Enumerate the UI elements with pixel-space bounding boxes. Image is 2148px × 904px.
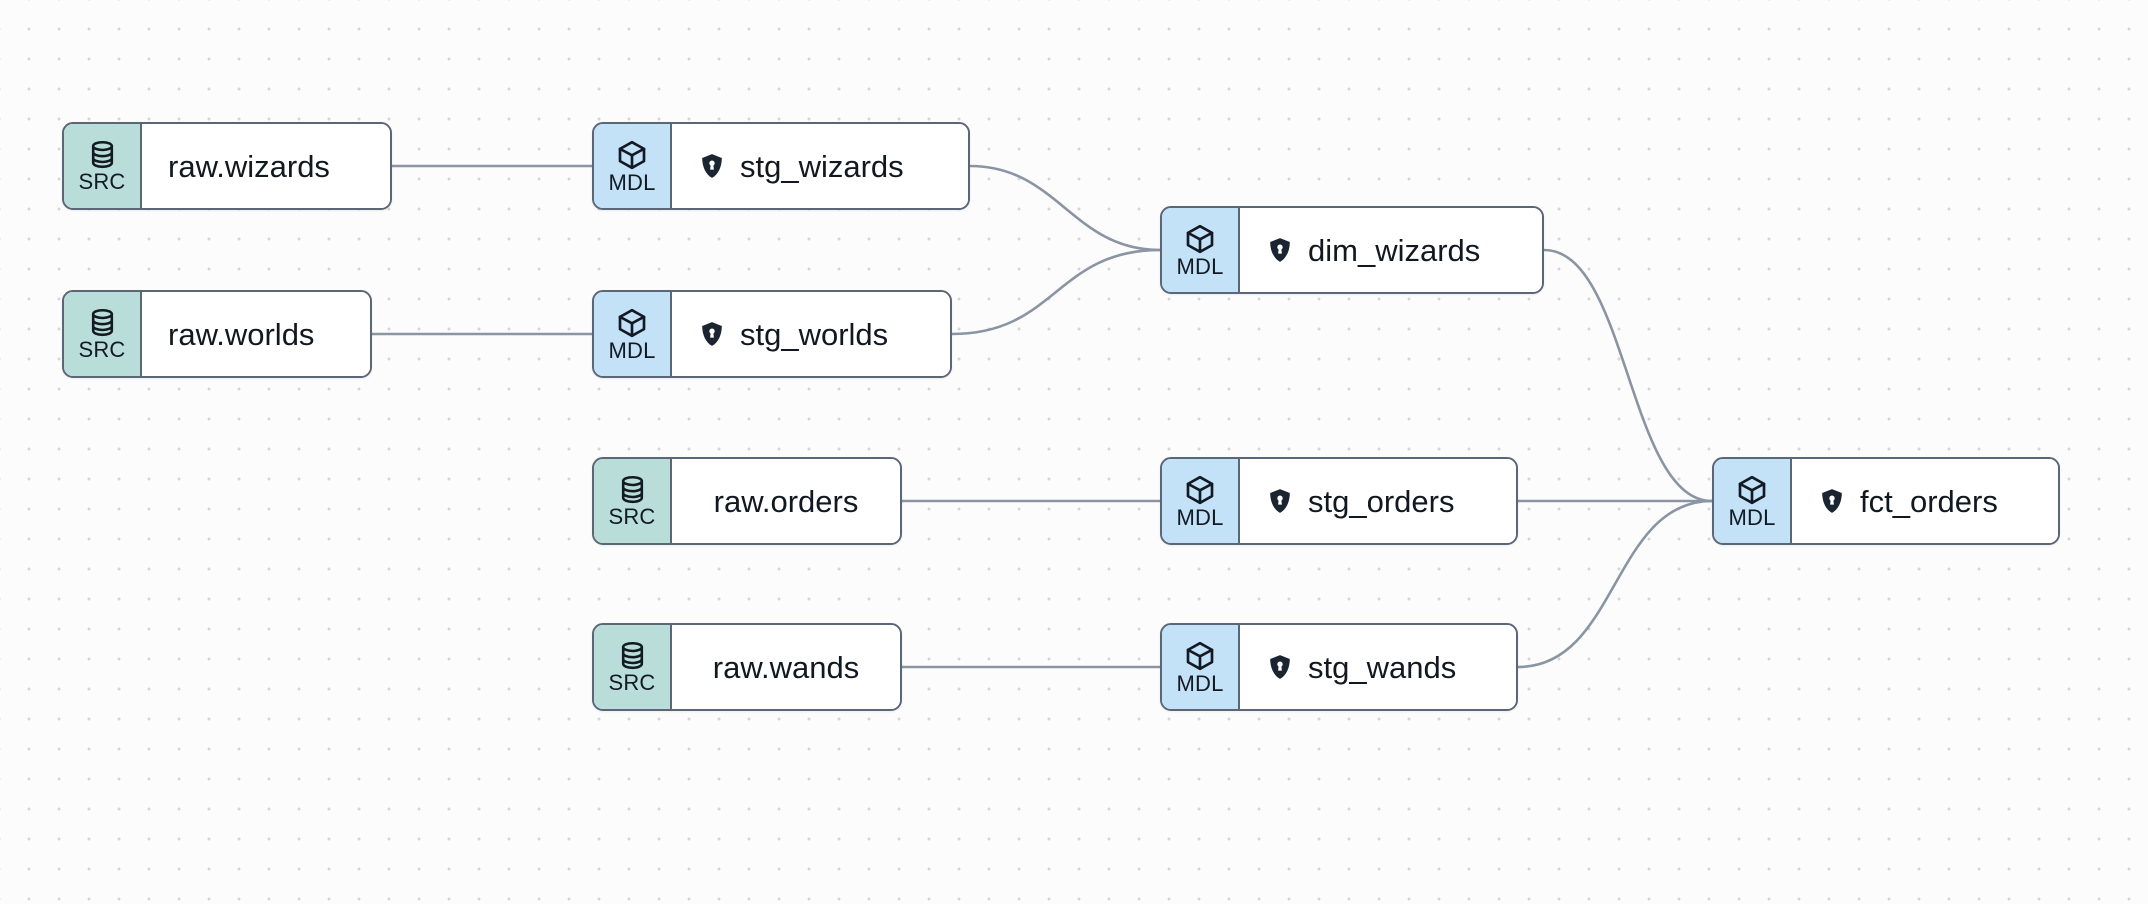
node-body: dim_wizards (1240, 208, 1542, 292)
node-body: stg_wizards (672, 124, 968, 208)
shield-lock-icon (1270, 489, 1290, 513)
cube-icon (1186, 475, 1214, 504)
shield-lock-icon (702, 154, 722, 178)
node-stg-wizards[interactable]: MDL stg_wizards (592, 122, 970, 210)
node-badge-label: MDL (1176, 670, 1224, 696)
shield-lock-icon (1270, 238, 1290, 262)
node-badge-mdl: MDL (594, 124, 672, 208)
node-stg-wands[interactable]: MDL stg_wands (1160, 623, 1518, 711)
node-badge-label: MDL (608, 169, 656, 195)
node-raw-orders[interactable]: SRC raw.orders (592, 457, 902, 545)
node-stg-orders[interactable]: MDL stg_orders (1160, 457, 1518, 545)
node-badge-mdl: MDL (594, 292, 672, 376)
node-badge-mdl: MDL (1162, 459, 1240, 543)
node-badge-src: SRC (64, 292, 142, 376)
database-icon (91, 140, 113, 169)
node-badge-label: MDL (1176, 253, 1224, 279)
node-label: stg_orders (1308, 483, 1455, 519)
cube-icon (1186, 224, 1214, 253)
node-body: raw.orders (672, 459, 900, 543)
shield-lock-icon (1270, 655, 1290, 679)
node-label: stg_wizards (740, 148, 904, 184)
node-label: raw.wizards (168, 148, 330, 184)
node-label: stg_worlds (740, 316, 889, 352)
shield-lock-icon (1822, 489, 1842, 513)
node-body: stg_orders (1240, 459, 1516, 543)
node-dim-wizards[interactable]: MDL dim_wizards (1160, 206, 1544, 294)
edge-dim-wizards-to-fct-orders (1542, 248, 1714, 503)
node-badge-src: SRC (594, 625, 672, 709)
cube-icon (1738, 475, 1766, 504)
node-body: raw.wizards (142, 124, 390, 208)
shield-lock-icon (702, 322, 722, 346)
edge-stg-worlds-to-dim-wizards (950, 248, 1162, 336)
cube-icon (618, 140, 646, 169)
node-label: fct_orders (1860, 483, 1998, 519)
node-body: stg_wands (1240, 625, 1516, 709)
node-badge-label: MDL (1728, 504, 1776, 530)
node-badge-label: SRC (78, 337, 126, 362)
database-icon (91, 308, 113, 337)
edge-stg-wizards-to-dim-wizards (968, 164, 1162, 252)
edge-stg-wands-to-fct-orders (1516, 499, 1714, 669)
database-icon (621, 475, 643, 504)
node-raw-wands[interactable]: SRC raw.wands (592, 623, 902, 711)
node-body: raw.worlds (142, 292, 370, 376)
node-badge-label: SRC (608, 504, 656, 529)
node-badge-mdl: MDL (1714, 459, 1792, 543)
node-body: raw.wands (672, 625, 900, 709)
database-icon (621, 641, 643, 670)
node-label: raw.worlds (168, 316, 315, 352)
node-badge-mdl: MDL (1162, 208, 1240, 292)
node-raw-wizards[interactable]: SRC raw.wizards (62, 122, 392, 210)
node-label: raw.wands (712, 649, 860, 685)
cube-icon (618, 308, 646, 337)
node-body: fct_orders (1792, 459, 2058, 543)
node-badge-label: SRC (78, 169, 126, 194)
node-stg-worlds[interactable]: MDL stg_worlds (592, 290, 952, 378)
cube-icon (1186, 641, 1214, 670)
node-label: raw.orders (713, 483, 859, 519)
node-badge-label: SRC (608, 670, 656, 695)
node-body: stg_worlds (672, 292, 950, 376)
node-badge-src: SRC (64, 124, 142, 208)
node-label: dim_wizards (1308, 232, 1481, 268)
node-badge-src: SRC (594, 459, 672, 543)
node-badge-mdl: MDL (1162, 625, 1240, 709)
node-label: stg_wands (1308, 649, 1457, 685)
node-badge-label: MDL (1176, 504, 1224, 530)
node-fct-orders[interactable]: MDL fct_orders (1712, 457, 2060, 545)
node-badge-label: MDL (608, 337, 656, 363)
node-raw-worlds[interactable]: SRC raw.worlds (62, 290, 372, 378)
